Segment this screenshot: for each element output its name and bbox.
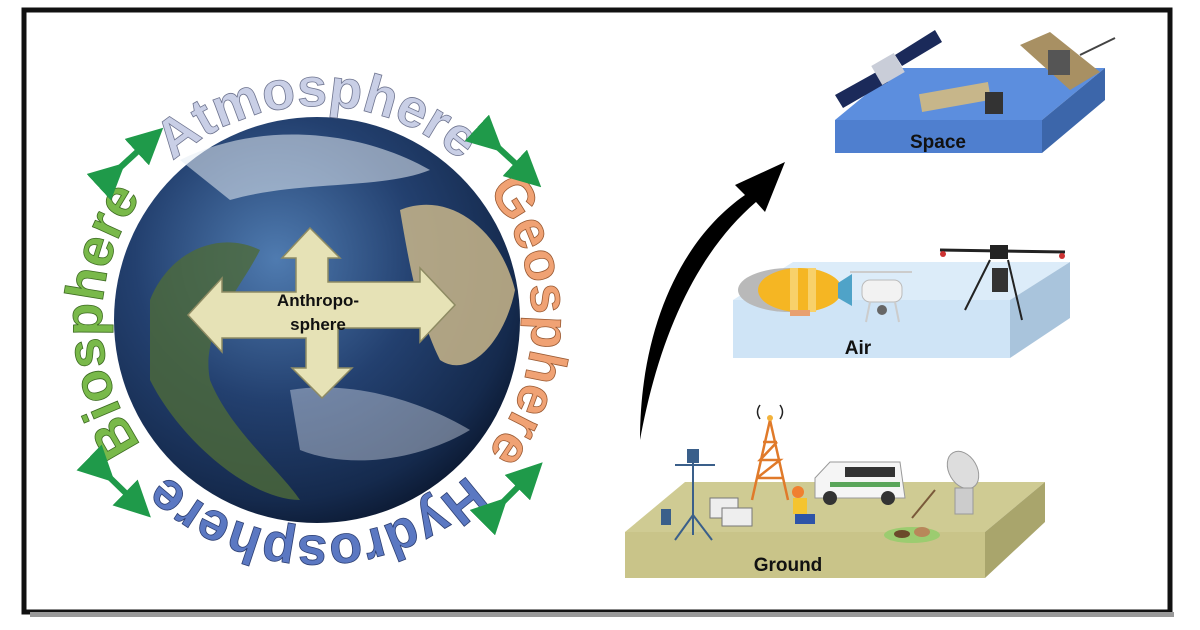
weather-station-icon — [661, 449, 715, 541]
space-platform — [835, 30, 1116, 153]
monitoring-van-icon — [814, 461, 906, 505]
ground-platform — [625, 404, 1045, 578]
satellite-icon — [835, 30, 942, 108]
frame-shadow — [30, 612, 1174, 617]
surveyor-worker-icon — [792, 486, 815, 524]
soil-sampling-icon — [884, 489, 940, 543]
air-platform — [733, 245, 1070, 358]
air-label: Air — [845, 338, 872, 359]
double-arrow-icon-bottom-left — [76, 444, 151, 518]
airship-icon — [738, 268, 852, 316]
ground-label: Ground — [754, 555, 823, 576]
anthroposphere-label-line1: Anthropo- — [277, 291, 359, 310]
space-label: Space — [910, 132, 966, 153]
satellite-icon — [1020, 32, 1116, 90]
laptop-devices-icon — [709, 497, 753, 527]
hexacopter-drone-icon — [939, 245, 1066, 321]
satellite-icon — [918, 82, 1003, 114]
anthroposphere-label-line2: sphere — [290, 315, 346, 334]
double-arrow-icon-top-left — [86, 127, 164, 201]
quadcopter-drone-icon — [850, 271, 912, 323]
radio-tower-icon — [750, 404, 790, 501]
anthroposphere-cross-arrow — [186, 226, 457, 400]
upward-curved-arrow — [640, 162, 785, 440]
double-arrow-icon-bottom-right — [469, 462, 543, 536]
double-arrow-icon-top-right — [464, 114, 542, 188]
radar-dish-icon — [946, 450, 980, 515]
